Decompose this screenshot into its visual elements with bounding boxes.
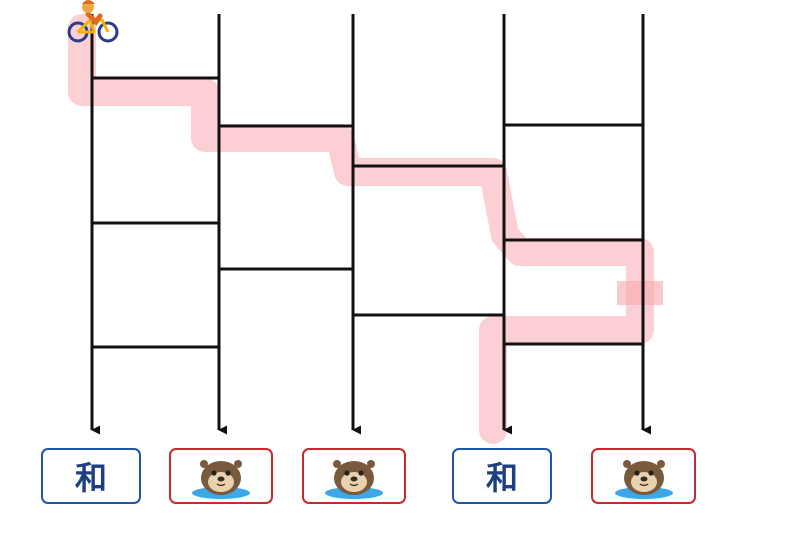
otter-icon bbox=[192, 460, 250, 499]
otter-icon bbox=[325, 460, 383, 499]
result-box-otter-3 bbox=[591, 448, 696, 504]
kanji-label: 和 bbox=[74, 459, 107, 497]
cyclist-icon bbox=[67, 0, 119, 43]
kanji-label: 和 bbox=[485, 459, 518, 497]
otter-icon bbox=[614, 460, 673, 499]
highlight-path bbox=[68, 14, 654, 444]
highlight-corner-mark bbox=[617, 281, 663, 305]
result-box-kanji-2: 和 bbox=[452, 448, 552, 504]
result-box-otter-1 bbox=[169, 448, 273, 504]
result-box-kanji-1: 和 bbox=[41, 448, 141, 504]
ladder-rungs bbox=[92, 76, 643, 349]
result-box-otter-2 bbox=[302, 448, 406, 504]
